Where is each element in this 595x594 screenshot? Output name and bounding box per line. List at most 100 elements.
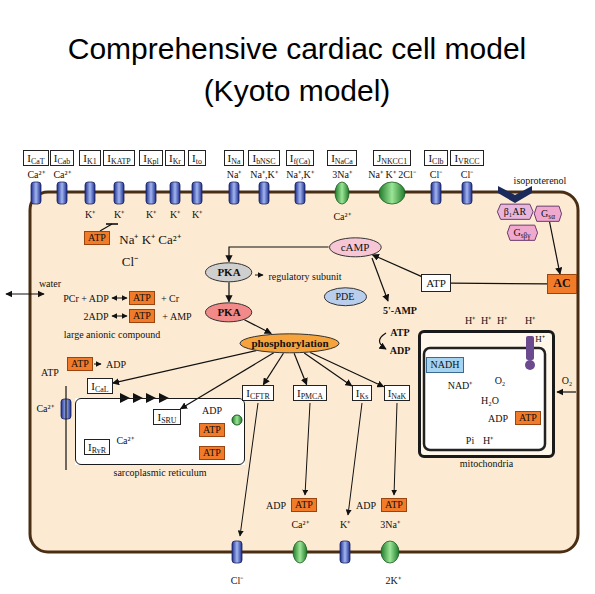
text-label: Ca²⁺ [333,211,350,222]
current-label-box: If(Ca) [286,150,314,167]
text-label: + Cr [161,293,179,304]
symbol-letter: I [192,152,196,164]
text-label: Cl⁻ [231,575,243,586]
text-label: ADP [356,500,376,511]
text-label: O₂ [562,375,573,386]
ellipse-shape [240,333,339,352]
connector-arrow [304,353,352,386]
node-text: IVRCC [454,152,479,165]
node-text: Ito [192,152,202,165]
title: Comprehensive cardiac cell model (Kyoto … [27,28,567,112]
text-label: Pi [466,435,474,446]
text-label: Ca²⁺ [36,403,53,414]
current-label-box: IVRCC [450,150,483,167]
node-text: IK1 [83,152,96,165]
node-text: ATP [203,447,221,459]
text-label: ADP [390,345,411,356]
atp-synthase [526,336,534,360]
atp-box: ATP [199,423,225,437]
node-text: IRyR [88,441,106,454]
hexagon-shape [507,225,537,240]
current-label-box: IClb [424,150,447,167]
symbol-letter: I [246,387,250,399]
node-text: Gsα [541,208,555,220]
text-label: Ca²⁺ [291,519,308,530]
text-label: O₂ [495,375,506,386]
symbol-letter: I [428,152,432,164]
symbol-letter: I [454,152,458,164]
current-label-box: IKs [352,385,372,402]
water-arrow [6,293,44,294]
atp-box: ATP [515,411,541,425]
subscript: NaK [391,392,406,401]
channel-symbol [295,182,305,204]
subscript: Kpl [147,157,159,166]
current-label-box: INaCa [327,150,357,167]
mitochondrion-body [418,330,555,458]
connector-arrow [229,247,329,262]
ellipse-shape [206,302,252,321]
node-text: ATP [71,358,89,370]
connector-arrow [228,282,229,301]
text-label: Na⁺,K⁺ [250,169,277,180]
connector-arrow [372,255,421,277]
text-label: ADP [488,413,508,424]
phosphorylation-ellipse: phosphorylation [239,333,340,354]
node-text: mitochondria [391,458,582,470]
symbol-letter: I [297,387,301,399]
oxygen-arrow [557,391,576,392]
symbol-letter: I [107,152,111,164]
node-text: ICFTR [246,387,269,400]
hexagon-shape [534,206,561,221]
subscript: Kr [173,157,181,166]
channel-symbol [431,182,441,204]
current-label-box: ICFTR [242,385,273,402]
atp-box: ATP [291,498,317,512]
subscript: PMCA [301,392,323,401]
text-label: NAD⁺ [448,380,473,391]
text-label: Ca²⁺ [27,169,44,180]
symbol-letter: G [514,227,521,238]
g-protein-box: Gsα [534,206,562,222]
node-text: JNKCC1 [377,152,407,165]
pka-ellipse: PKA [205,302,252,323]
symbol-letter: I [290,152,294,164]
symbol-letter: I [252,152,256,164]
channel-symbol [462,182,472,204]
text-label: 5'-AMP [383,305,417,316]
node-text: INaCa [331,152,353,165]
atp-box: ATP [421,274,451,293]
node-text: ISRU [157,411,176,424]
connector-arrow [294,353,307,384]
atp-box: ATP [84,231,110,245]
current-label-box: IKr [165,150,185,167]
node-text: INaK [388,387,407,400]
regulation-arrow [348,403,362,515]
receptor-box: β₁AR [497,204,533,220]
camp-ellipse: cAMP [329,237,382,258]
text-label: Na⁺,K⁺ [286,169,313,180]
current-label-box: Ito [188,150,206,167]
channel-symbol [57,182,67,204]
inhibition-line [100,224,112,231]
connector-arrow [113,351,257,383]
receptor-symbol [498,186,532,203]
node-text: IKs [356,387,368,400]
text-label: ADP [266,500,286,511]
node-text: NADH [431,359,460,371]
current-label-box: INaK [384,385,411,402]
regulation-arrow [305,403,310,495]
node-text: ICab [54,152,70,165]
channel-symbol [146,182,156,204]
current-label-box: IKATP [103,150,134,167]
subscript: K1 [87,157,97,166]
text-label: H⁺ [481,315,491,326]
node-text: IbNSC [252,152,275,165]
atp-synthase-head [525,360,535,370]
subscript: SRU [161,416,176,425]
subscript: bNSC [256,157,275,166]
channel-symbol [259,182,269,204]
node-text: cAMP [341,241,370,254]
node-text: Gsβγ [514,227,531,239]
